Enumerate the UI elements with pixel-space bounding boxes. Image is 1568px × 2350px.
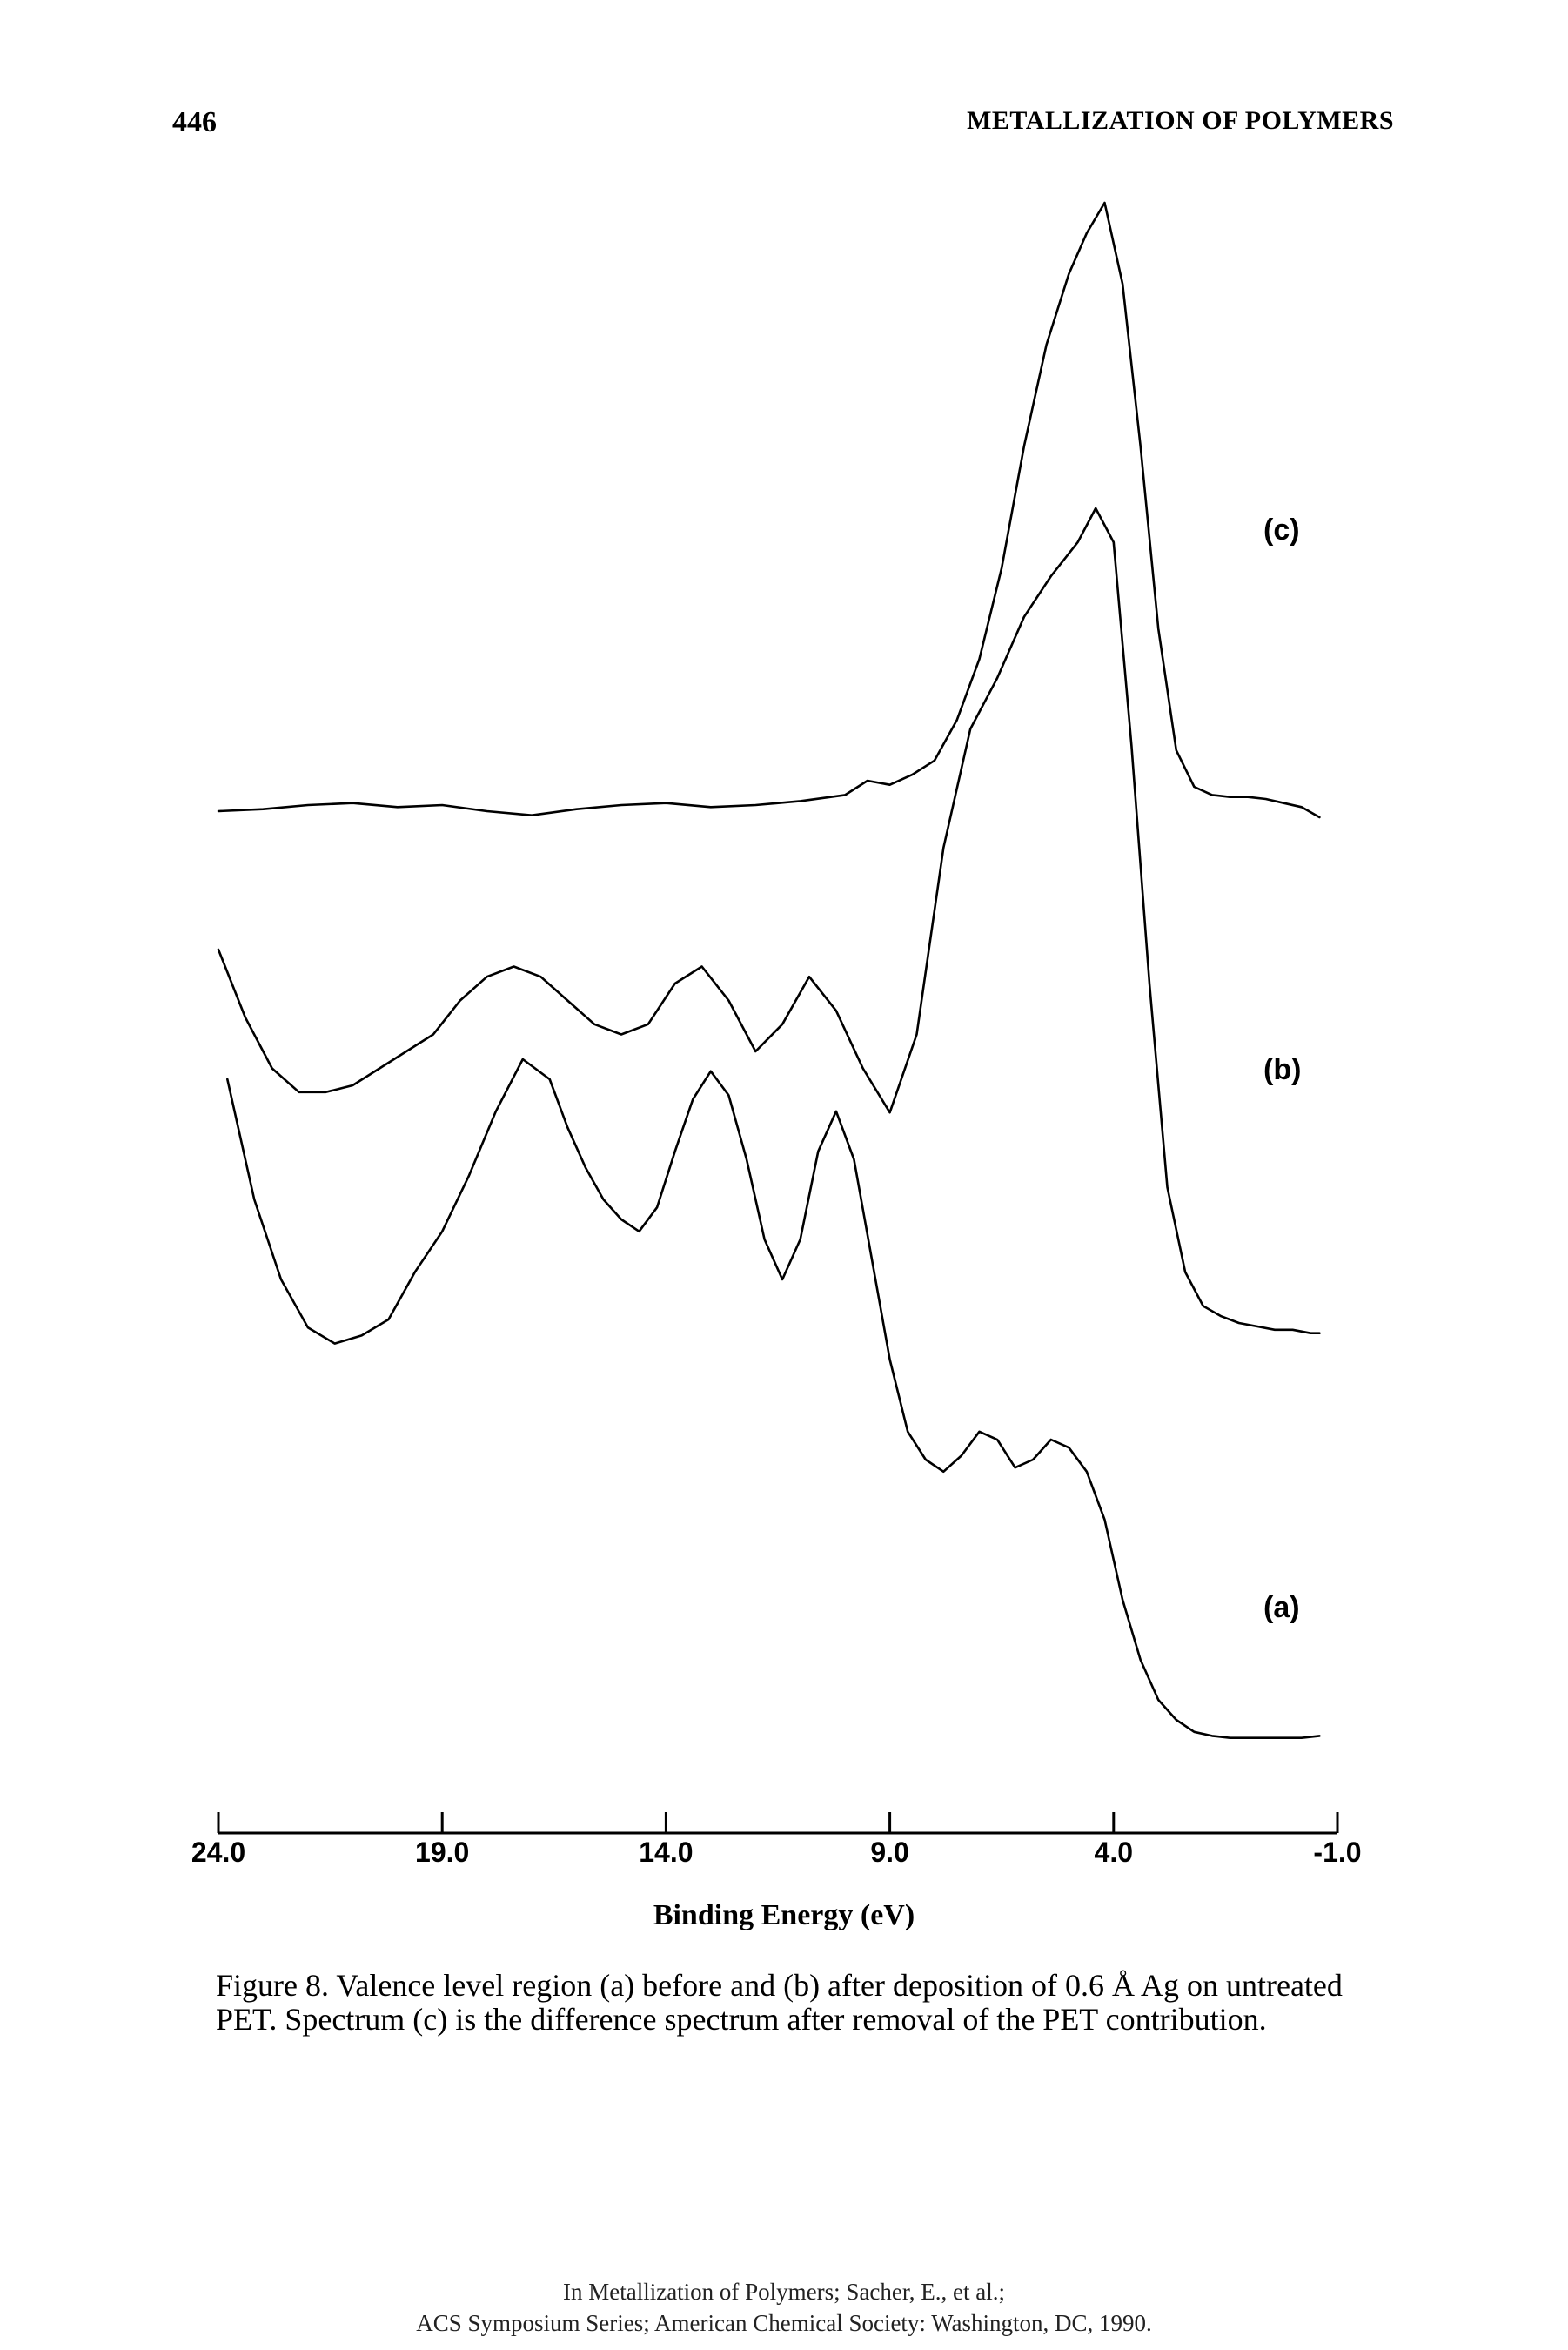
x-tick-label: 9.0 xyxy=(870,1836,908,1868)
citation-line-2: ACS Symposium Series; American Chemical … xyxy=(416,2310,1152,2336)
series-label-layer: (a) (b) (c) xyxy=(1263,514,1301,1624)
series-layer xyxy=(217,201,1321,1739)
running-title: METALLIZATION OF POLYMERS xyxy=(967,106,1394,135)
x-tick-label: -1.0 xyxy=(1313,1836,1361,1868)
series-label-b: (b) xyxy=(1263,1053,1301,1086)
x-axis-label: Binding Energy (eV) xyxy=(653,1899,915,1931)
series-label-a: (a) xyxy=(1263,1591,1300,1624)
citation-line-1: In Metallization of Polymers; Sacher, E.… xyxy=(562,2279,1006,2305)
x-tick-label: 19.0 xyxy=(415,1836,469,1868)
figure-caption: Figure 8. Valence level region (a) befor… xyxy=(216,1969,1373,2037)
series-label-c: (c) xyxy=(1263,514,1300,547)
series-line-a xyxy=(226,1058,1321,1739)
x-tick-label: 24.0 xyxy=(191,1836,245,1868)
caption-text: Valence level region (a) before and (b) … xyxy=(216,1968,1343,2037)
x-tick-label: 4.0 xyxy=(1095,1836,1133,1868)
x-axis: 24.0 19.0 14.0 9.0 4.0 -1.0 xyxy=(191,1812,1362,1868)
page-number: 446 xyxy=(172,106,217,138)
caption-label: Figure 8. xyxy=(216,1968,329,2003)
series-line-b xyxy=(217,507,1321,1334)
x-tick-label: 14.0 xyxy=(639,1836,693,1868)
series-line-c xyxy=(217,201,1321,819)
